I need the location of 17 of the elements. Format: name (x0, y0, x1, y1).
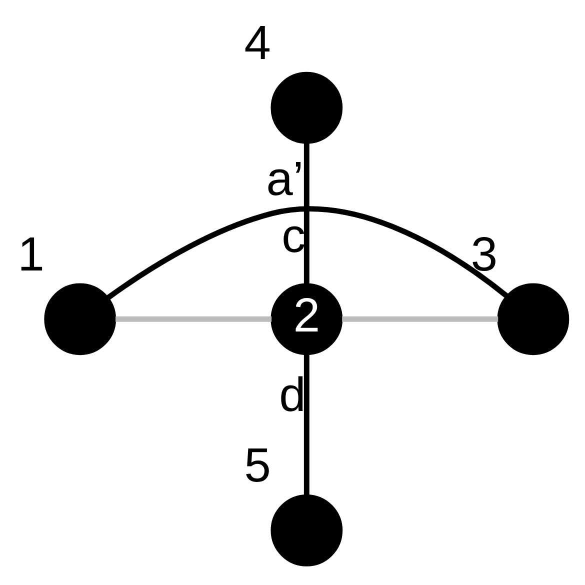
node-circle (270, 71, 343, 144)
node-label: 5 (244, 439, 271, 492)
node-label: 3 (470, 228, 498, 281)
edge-label: d (279, 368, 306, 422)
connector (342, 316, 498, 322)
node-circle (270, 494, 343, 566)
connector (304, 354, 310, 495)
edge-label: a’ (266, 152, 304, 206)
connector (304, 142, 310, 284)
connector (106, 206, 508, 300)
connector (116, 316, 272, 322)
node-circle: 2 (270, 282, 343, 355)
node-label: 1 (18, 228, 44, 281)
node-circle (44, 282, 116, 355)
edge-label: c (282, 209, 306, 262)
node-label: 4 (244, 16, 271, 70)
node-circle (497, 282, 570, 355)
